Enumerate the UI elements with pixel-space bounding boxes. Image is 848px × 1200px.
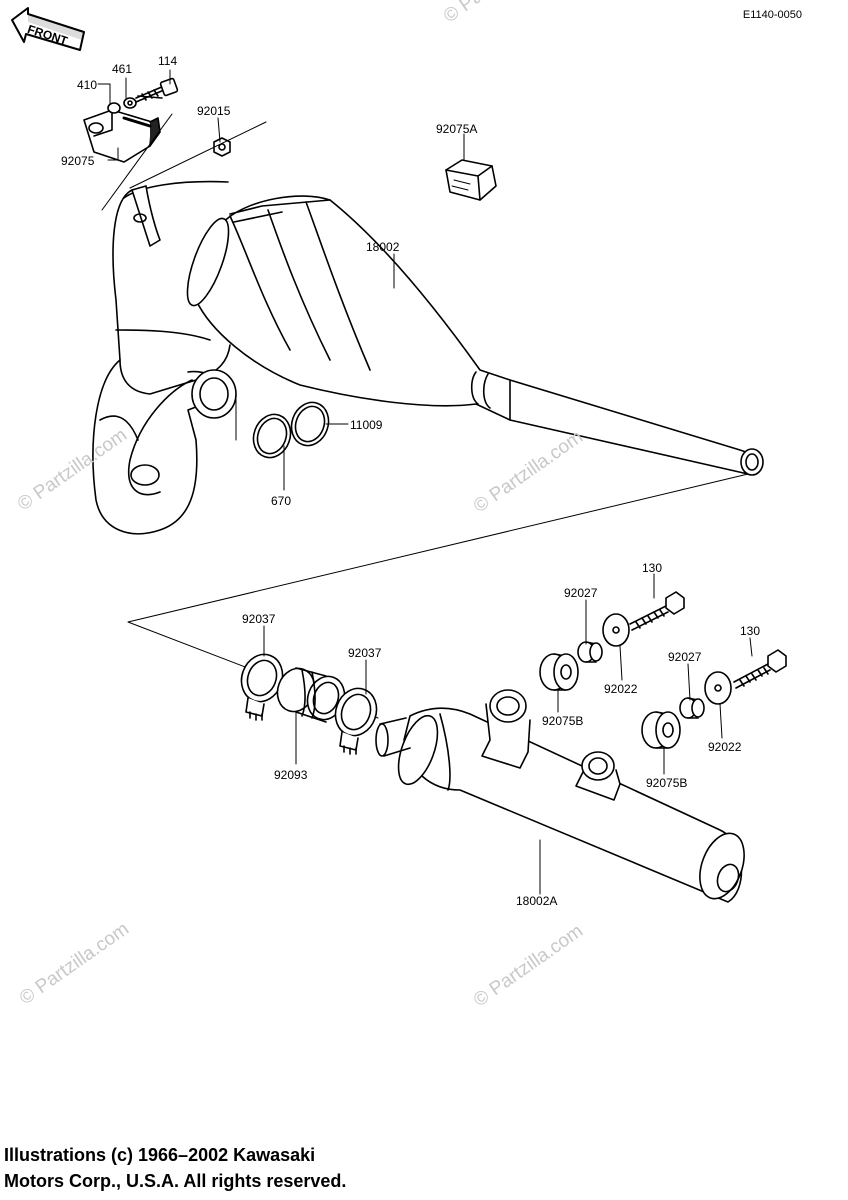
part-label-92037-left: 92037: [242, 612, 276, 626]
damper-92075B-lower: [641, 711, 681, 749]
bolt-130-lower: [733, 649, 787, 689]
rubber-damper-92075A: [445, 159, 497, 201]
mounting-bracket: [83, 109, 161, 163]
part-label-92075B-lower: 92075B: [646, 776, 688, 790]
washer-461: [123, 97, 137, 109]
part-label-18002: 18002: [366, 240, 400, 254]
gasket-670: [252, 413, 292, 459]
part-label-11009: 11009: [350, 418, 383, 432]
part-label-92075: 92075: [61, 154, 95, 168]
washer-410: [107, 102, 121, 114]
leader-lines: [97, 69, 753, 895]
nut-92015: [213, 137, 231, 157]
part-label-92075A: 92075A: [436, 122, 478, 136]
washer-92022-lower: [704, 671, 732, 705]
reference-line: [127, 473, 749, 719]
part-label-92015: 92015: [197, 104, 231, 118]
part-label-92022-lower: 92022: [708, 740, 742, 754]
copyright-notice: Illustrations (c) 1966–2002 Kawasaki Mot…: [4, 1142, 346, 1194]
clamp-92037-left: [240, 653, 284, 721]
part-label-92075B-upper: 92075B: [542, 714, 584, 728]
part-label-92027-lower: 92027: [668, 650, 702, 664]
collar-92027-upper: [577, 641, 603, 663]
front-arrow-icon: [11, 7, 85, 51]
part-label-114: 114: [158, 54, 178, 68]
washer-92022-upper: [602, 613, 630, 647]
collar-92027-lower: [679, 697, 705, 719]
copyright-line-1: Illustrations (c) 1966–2002 Kawasaki: [4, 1145, 316, 1165]
part-label-130-upper: 130: [642, 561, 663, 575]
bolt-130-upper: [629, 591, 685, 631]
part-label-92093: 92093: [274, 768, 308, 782]
part-label-670: 670: [271, 494, 292, 508]
diagram-code: E1140-0050: [742, 9, 802, 21]
part-label-92037-right: 92037: [348, 646, 382, 660]
part-label-130-lower: 130: [740, 624, 761, 638]
expansion-chamber-18002: [92, 113, 764, 535]
silencer-18002A: [375, 689, 745, 903]
copyright-line-2: Motors Corp., U.S.A. All rights reserved…: [4, 1171, 347, 1191]
part-label-92027-upper: 92027: [564, 586, 598, 600]
bolt-114: [135, 77, 179, 103]
part-label-18002A: 18002A: [516, 894, 558, 908]
clamp-92037-right: [334, 687, 378, 755]
damper-92075B-upper: [539, 653, 579, 691]
part-label-461: 461: [112, 62, 133, 76]
part-label-410: 410: [77, 78, 98, 92]
gasket-11009: [290, 401, 330, 447]
part-label-92022-upper: 92022: [604, 682, 638, 696]
